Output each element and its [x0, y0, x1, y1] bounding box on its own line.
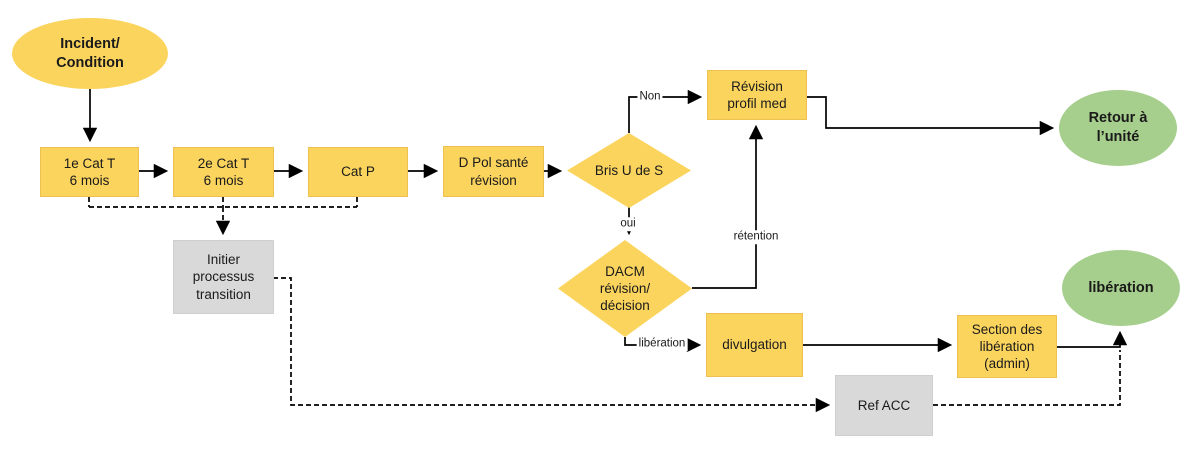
node-label: Bris U de S: [594, 162, 664, 178]
node-label: libération: [1088, 279, 1154, 296]
node-incident-condition: Incident/ Condition: [12, 18, 168, 89]
edge-revision-to-retour: [807, 96, 1055, 136]
node-label: transition: [196, 286, 251, 302]
node-label: 2e Cat T: [197, 155, 250, 171]
node-label: révision: [470, 172, 517, 188]
node-label: Initier: [206, 252, 240, 268]
node-liberation-terminator: libération: [1062, 250, 1180, 326]
node-retour-a-lunite: Retour à l’unité: [1059, 90, 1177, 166]
edge-label-retention: rétention: [731, 230, 781, 244]
node-label: Cat P: [341, 164, 375, 180]
node-label: révision/: [599, 280, 651, 296]
node-label: Incident/: [60, 35, 120, 52]
edge-dacm-retention-to-revision: [692, 124, 764, 289]
node-label: Section des: [971, 321, 1043, 337]
node-label: processus: [192, 269, 255, 285]
node-label: Condition: [56, 54, 124, 71]
node-label: Révision: [731, 78, 783, 94]
node-label: DACM: [605, 263, 645, 279]
node-divulgation: divulgation: [706, 313, 803, 377]
node-ref-acc: Ref ACC: [835, 375, 933, 436]
node-label: 6 mois: [203, 173, 244, 188]
node-label: l’unité: [1096, 129, 1140, 145]
node-label: libération: [979, 338, 1035, 354]
node-1e-cat-t: 1e Cat T 6 mois: [40, 147, 139, 197]
node-label: Ref ACC: [857, 397, 911, 413]
node-label: (admin): [984, 356, 1030, 372]
edge-bris-non-to-revision: [628, 89, 703, 133]
node-revision-profil-med: Révision profil med: [707, 70, 807, 120]
edge-label-liberation: libération: [636, 337, 688, 351]
edge-label-non: Non: [637, 90, 663, 104]
edge-section-to-liberation: [1057, 330, 1128, 348]
node-cat-p: Cat P: [308, 147, 408, 197]
node-label: profil med: [727, 96, 787, 111]
node-section-des-liberation: Section des libération (admin): [957, 315, 1057, 378]
node-label: divulgation: [722, 337, 787, 353]
edge-dashed-initier-to-refacc: [273, 277, 831, 413]
node-d-pol-sante-revision: D Pol santé révision: [443, 146, 544, 197]
edge-label-oui: oui: [618, 217, 638, 231]
node-label: 6 mois: [69, 173, 110, 188]
node-label: Retour à: [1088, 110, 1148, 127]
node-label: D Pol santé: [458, 155, 529, 171]
node-label: décision: [600, 298, 650, 314]
node-2e-cat-t: 2e Cat T 6 mois: [173, 147, 274, 197]
node-initier-processus-transition: Initier processus transition: [173, 240, 274, 314]
edge-dashed-refacc-to-liberation: [933, 350, 1121, 406]
node-label: 1e Cat T: [63, 155, 116, 171]
